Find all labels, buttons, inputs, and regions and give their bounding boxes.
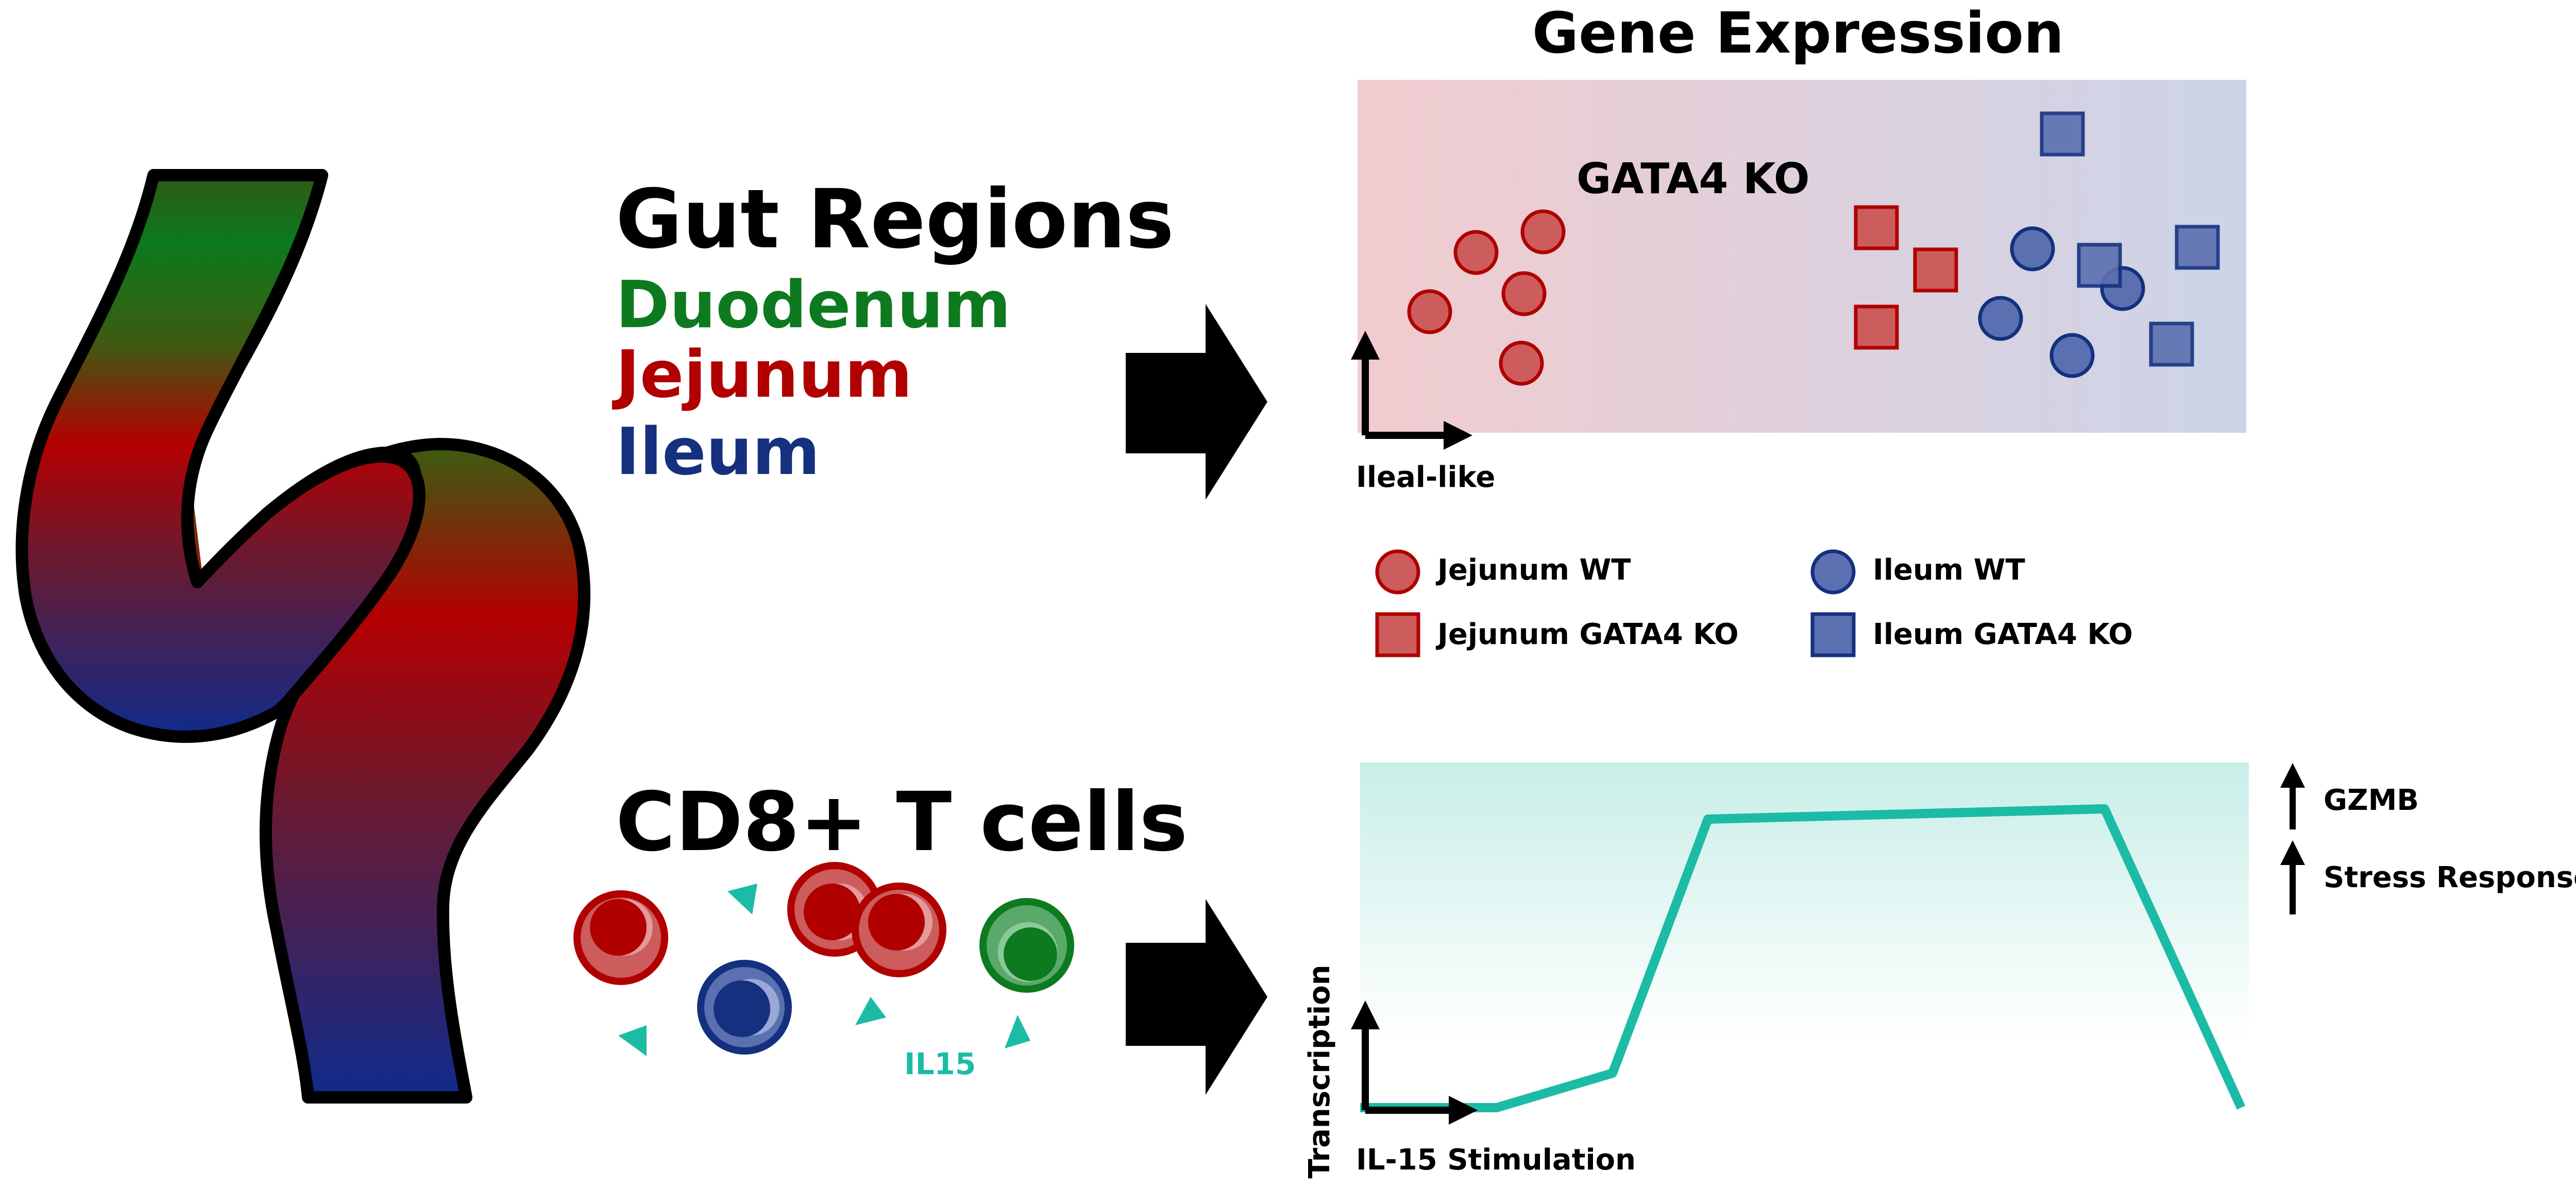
legend-ileum-wt-marker [1810,549,1856,595]
gut-illustration [15,169,591,1104]
jejunum-wt-point [1407,289,1452,334]
legend-jejunum-ko-label: Jejunum GATA4 KO [1435,618,1739,651]
duodenum-label: Duodenum [616,267,1011,343]
ileum-ko-point [2175,225,2220,270]
gut-regions-title: Gut Regions [616,172,1174,267]
gene-expression-title: Gene Expression [1532,0,2064,66]
ileum-ko-points [2040,111,2220,367]
transcription-panel [1360,762,2249,1133]
t-cell-icon [573,890,668,985]
t-cell-icon [697,960,792,1055]
legend: Jejunum WT Jejunum GATA4 KO Ileum WT Ile… [1375,549,2133,657]
t-cell-icon [852,883,946,977]
ileal-like-label: Ileal-like [1356,461,1495,494]
ileum-ko-point [2040,111,2085,157]
legend-ileum-wt-label: Ileum WT [1873,553,2025,587]
top-axes [1351,331,1472,450]
jejunum-label: Jejunum [612,336,912,412]
legend-ileum-ko-label: Ileum GATA4 KO [1873,618,2133,651]
bottom-axes [1351,1001,1478,1125]
arrow-right-icon [1126,304,1267,500]
ileum-wt-point [2049,333,2095,378]
legend-jejunum-ko-marker [1375,612,1420,657]
gzmb-label: GZMB [2324,784,2419,817]
jejunum-ko-point [1913,247,1958,293]
jejunum-wt-points [1407,209,1566,386]
jejunum-wt-point [1499,341,1544,386]
ileum-ko-point [2149,321,2194,367]
il15-triangles [618,884,1030,1056]
ileum-wt-points [1978,226,2145,378]
jejunum-ko-points [1854,205,1958,350]
legend-jejunum-wt-marker [1375,549,1420,595]
cd8-title: CD8+ T cells [616,775,1188,870]
transcription-axis-label: Transcription [1303,964,1336,1178]
jejunum-wt-point [1453,230,1499,275]
legend-ileum-ko-marker [1810,612,1856,657]
jejunum-wt-point [1520,209,1566,255]
il15-triangle-icon [855,997,886,1025]
jejunum-ko-point [1854,205,1899,250]
il15-triangle-icon [727,884,757,914]
il15-stimulation-label: IL-15 Stimulation [1356,1143,1636,1177]
t-cells [573,862,1074,1055]
legend-jejunum-wt-label: Jejunum WT [1435,553,1631,587]
jejunum-ko-point [1854,304,1899,350]
il15-triangle-icon [1005,1015,1030,1048]
il15-triangle-icon [618,1025,647,1056]
arrow-right-icon [1126,899,1267,1095]
jejunum-wt-point [1501,271,1547,316]
ileum-wt-point [2010,226,2055,272]
il15-label: IL15 [904,1046,976,1081]
t-cell-icon [979,898,1074,993]
ileum-ko-point [2077,243,2122,288]
ileum-wt-point [1978,296,2023,341]
gata4-ko-annotation: GATA4 KO [1577,155,1810,204]
stress-response-label: Stress Response [2324,861,2576,894]
ileum-label: Ileum [616,414,820,489]
